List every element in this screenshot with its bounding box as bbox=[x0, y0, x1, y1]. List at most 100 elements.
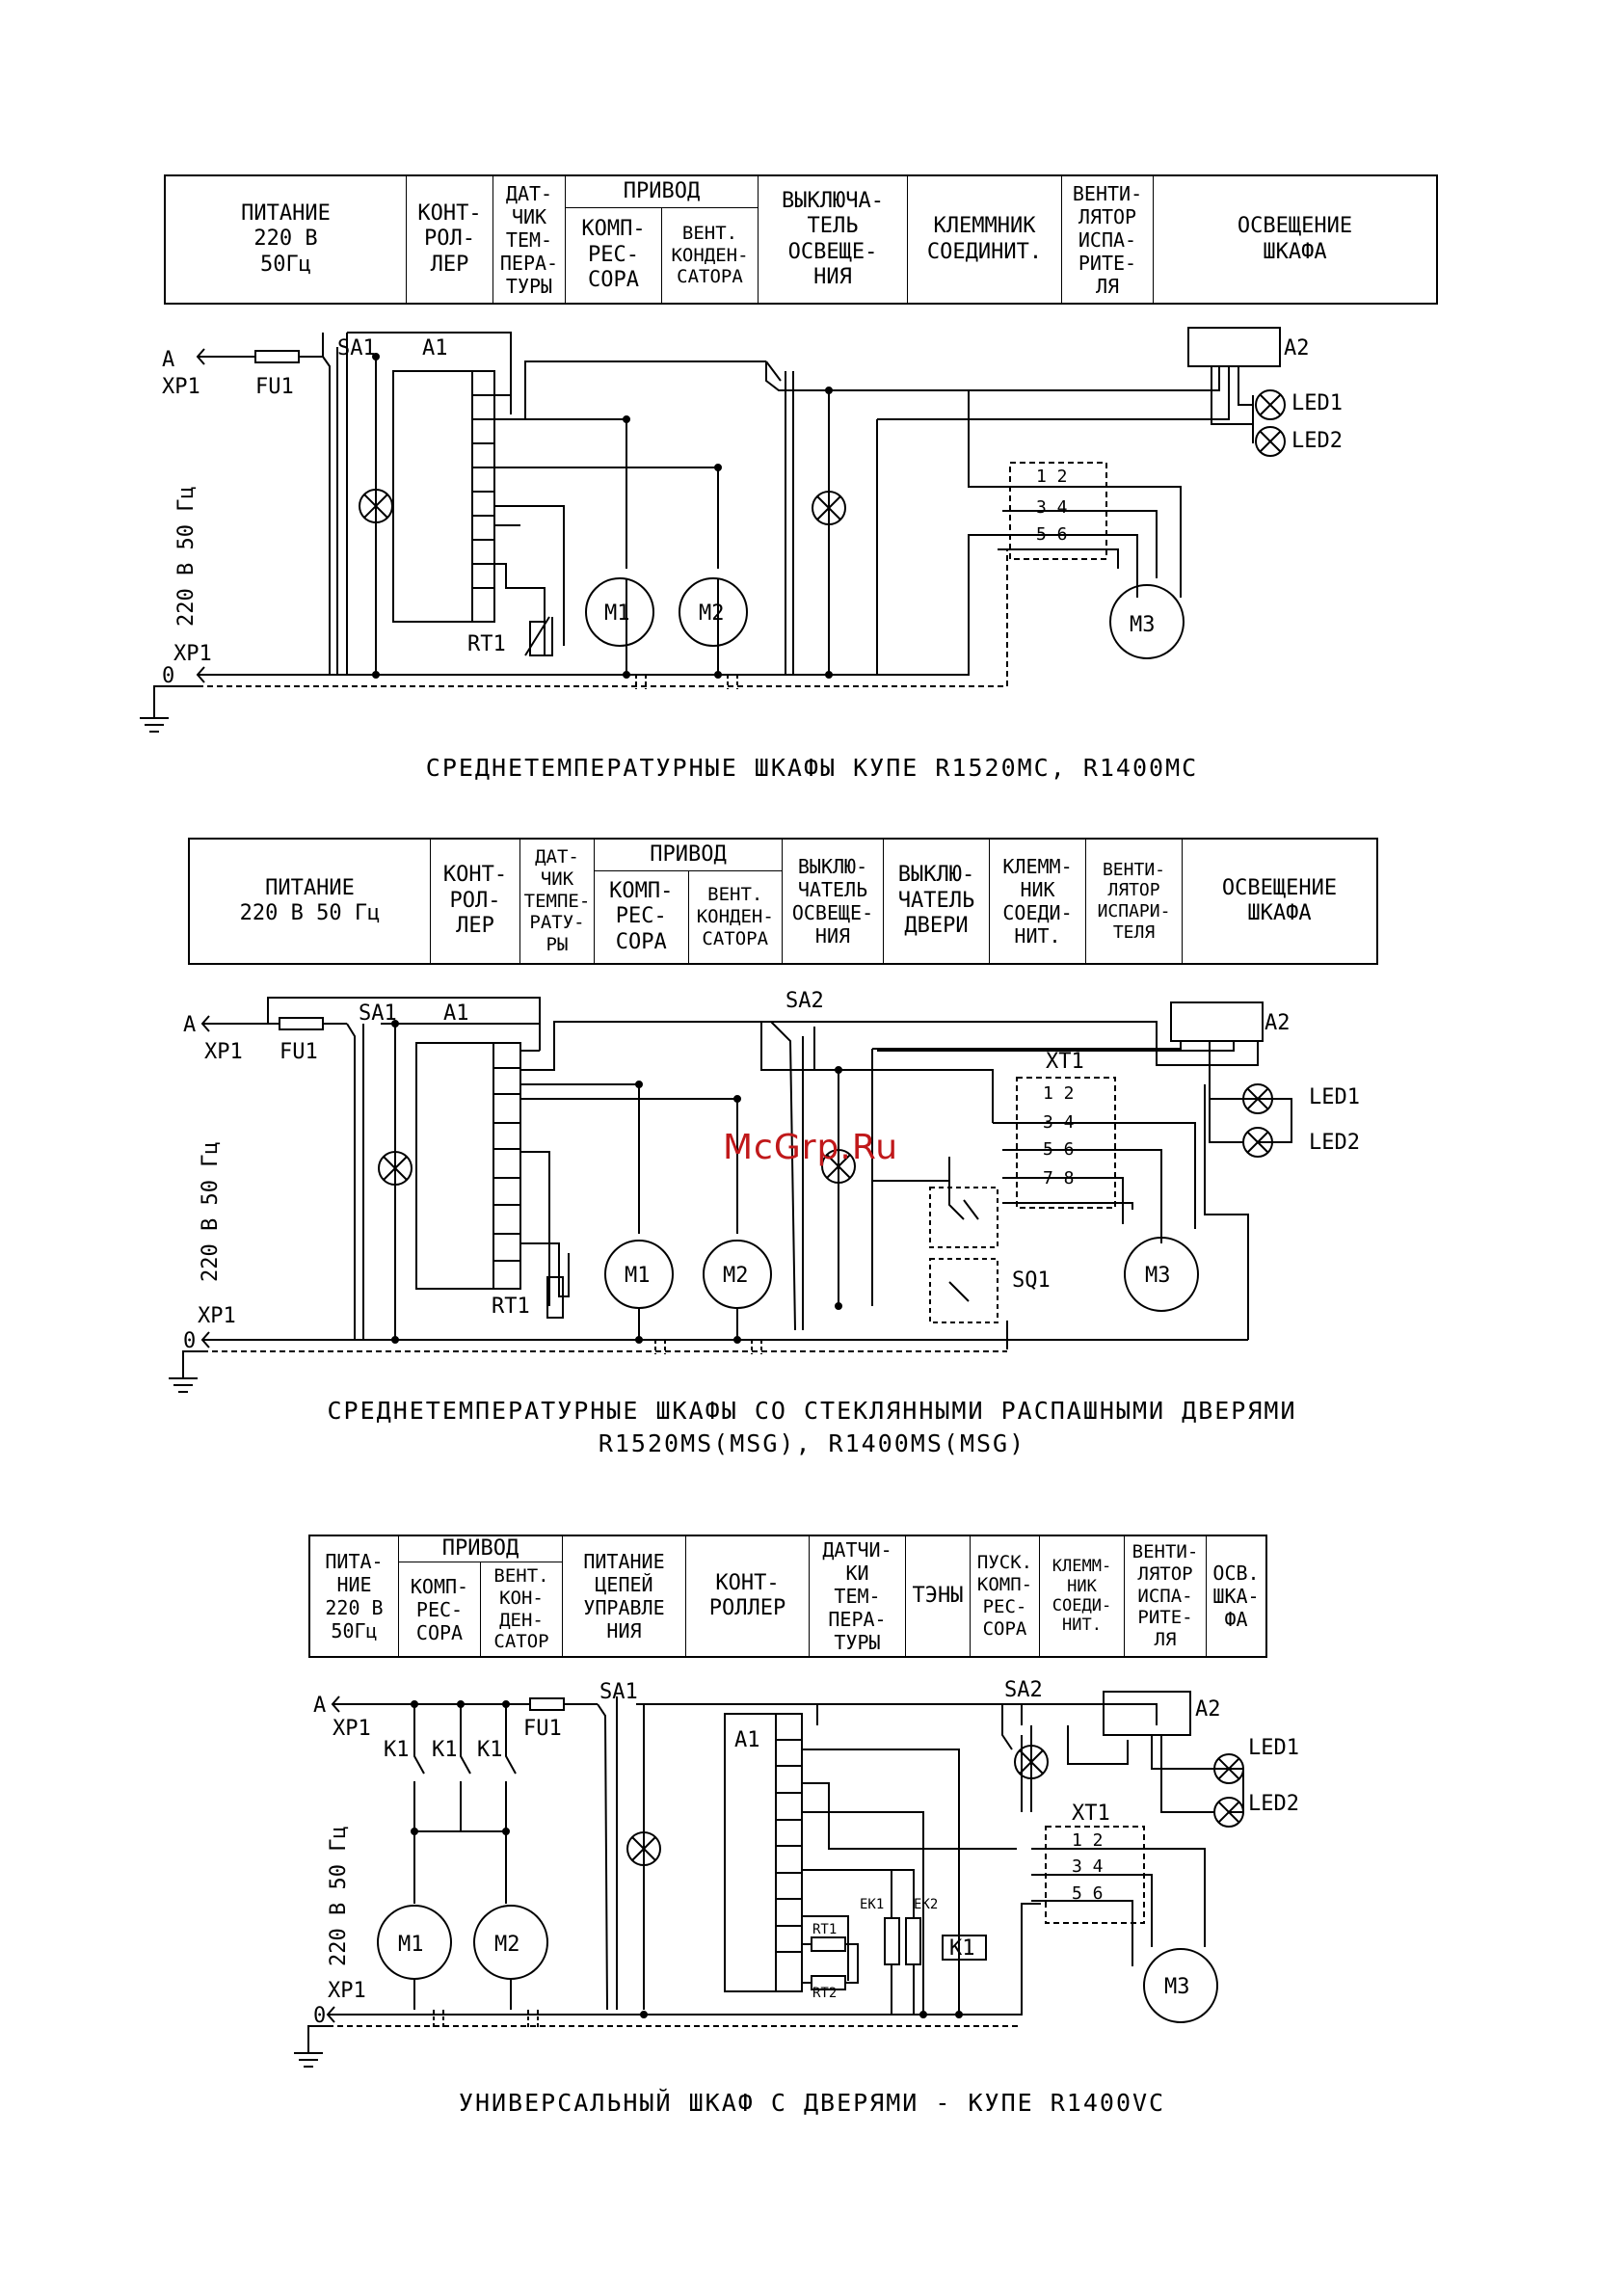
d3-col-power: ПИТА- НИЕ 220 В 50Гц bbox=[310, 1536, 399, 1656]
d1-controller-a1 bbox=[392, 370, 495, 623]
d2-fuse-fu1 bbox=[279, 1017, 324, 1030]
d3-label-fu1: FU1 bbox=[523, 1717, 562, 1741]
diagram2-header-table: ПИТАНИЕ 220 В 50 Гц КОНТ- РОЛ- ЛЕР ДАТ- … bbox=[188, 838, 1378, 965]
d2-label-sa2: SA2 bbox=[785, 989, 824, 1013]
d3-label-led1: LED1 bbox=[1248, 1736, 1299, 1760]
d3-label-rt1: RT1 bbox=[812, 1922, 837, 1937]
d2-terminal-block bbox=[1016, 1077, 1116, 1209]
d3-col-controller: КОНТ- РОЛЛЕР bbox=[686, 1536, 810, 1656]
d2-term-78: 7 8 bbox=[1043, 1168, 1075, 1188]
d3-controller-a1 bbox=[724, 1713, 803, 1992]
d1-led1 bbox=[1255, 389, 1286, 420]
d3-label-k1b: K1 bbox=[432, 1738, 458, 1762]
diagram3-schematic bbox=[294, 1691, 1244, 2068]
d3-heater-ek2 bbox=[905, 1917, 921, 1965]
d2-col-evaporator-fan: ВЕНТИ- ЛЯТОР ИСПАРИ- ТЕЛЯ bbox=[1086, 840, 1183, 963]
d1-col-cabinet-light: ОСВЕЩЕНИЕ ШКАФА bbox=[1237, 214, 1353, 264]
d2-label-xp1: XP1 bbox=[204, 1040, 243, 1064]
d1-col-controller: КОНТ- РОЛ- ЛЕР bbox=[407, 176, 493, 303]
d3-label-sa1: SA1 bbox=[599, 1680, 638, 1704]
d1-drive-title: ПРИВОД bbox=[566, 176, 758, 208]
diagram1-header-table: ПИТАНИЕ 220 В 50Гц КОНТ- РОЛ- ЛЕР ДАТ- Ч… bbox=[164, 174, 1438, 305]
d3-col-terminal: КЛЕММ- НИК СОЕДИ- НИТ. bbox=[1040, 1536, 1125, 1656]
d3-fuse-fu1 bbox=[529, 1697, 565, 1711]
d2-lamp-2 bbox=[821, 1149, 856, 1184]
d1-label-m3: M3 bbox=[1130, 613, 1156, 637]
d2-col-compressor: КОМП- РЕС- СОРА bbox=[595, 871, 689, 963]
d2-led2 bbox=[1242, 1127, 1273, 1158]
d2-door-switch-upper bbox=[929, 1187, 998, 1248]
d1-col-evaporator-fan: ВЕНТИ- ЛЯТОР ИСПА- РИТЕ- ЛЯ bbox=[1062, 176, 1154, 303]
d3-term-34: 3 4 bbox=[1072, 1856, 1104, 1877]
d2-col-power: ПИТАНИЕ 220 В 50 Гц bbox=[190, 840, 431, 963]
d1-fuse-fu1 bbox=[254, 350, 300, 363]
d1-col-terminal: КЛЕММНИК СОЕДИНИТ. bbox=[908, 176, 1062, 303]
d1-motor-m2 bbox=[679, 577, 748, 647]
d3-label-xp1: XP1 bbox=[333, 1717, 371, 1741]
d3-label-xt1: XT1 bbox=[1072, 1802, 1110, 1826]
d1-label-rt1: RT1 bbox=[467, 632, 506, 656]
d2-led1 bbox=[1242, 1083, 1273, 1114]
d3-label-m2: M2 bbox=[494, 1933, 520, 1957]
diagram3-caption: УНИВЕРСАЛЬНЫЙ ШКАФ С ДВЕРЯМИ - КУПЕ R140… bbox=[458, 2089, 1166, 2117]
d3-motor-m3 bbox=[1143, 1948, 1218, 2023]
d2-label-xt1: XT1 bbox=[1046, 1050, 1084, 1074]
d3-col-evaporator-fan: ВЕНТИ- ЛЯТОР ИСПА- РИТЕ- ЛЯ bbox=[1125, 1536, 1207, 1656]
diagram1-caption: СРЕДНЕТЕМПЕРАТУРНЫЕ ШКАФЫ КУПЕ R1520MC, … bbox=[425, 754, 1199, 782]
d1-label-a2: A2 bbox=[1284, 336, 1310, 360]
d2-label-m2: M2 bbox=[723, 1264, 749, 1288]
diagram2-schematic bbox=[169, 997, 1292, 1393]
d2-sensor-rt1 bbox=[546, 1276, 564, 1319]
d1-label-sa1: SA1 bbox=[337, 336, 376, 360]
d2-col-terminal: КЛЕММ- НИК СОЕДИ- НИТ. bbox=[990, 840, 1086, 963]
d1-drive-group: ПРИВОД КОМП- РЕС- СОРА ВЕНТ. КОНДЕН- САТ… bbox=[566, 176, 759, 303]
d3-col-heaters: ТЭНЫ bbox=[906, 1536, 971, 1656]
d1-label-a: A bbox=[162, 348, 174, 372]
d3-heater-ek1 bbox=[884, 1917, 900, 1965]
d2-label-fu1: FU1 bbox=[280, 1040, 318, 1064]
d1-label-m1: M1 bbox=[604, 601, 630, 626]
diagram2-caption: СРЕДНЕТЕМПЕРАТУРНЫЕ ШКАФЫ СО СТЕКЛЯННЫМИ… bbox=[327, 1397, 1297, 1457]
d2-term-12: 1 2 bbox=[1043, 1083, 1075, 1104]
d3-label-voltage: 220 В 50 Гц bbox=[327, 1826, 351, 1966]
d1-term-34: 3 4 bbox=[1036, 497, 1068, 518]
d1-label-led1: LED1 bbox=[1291, 391, 1343, 415]
d1-label-fu1: FU1 bbox=[255, 375, 294, 399]
d1-motor-m1 bbox=[585, 577, 654, 647]
d1-col-sensor: ДАТ- ЧИК ТЕМ- ПЕРА- ТУРЫ bbox=[493, 176, 566, 303]
d1-led2 bbox=[1255, 426, 1286, 457]
d1-col-condenser-fan: ВЕНТ. КОНДЕН- САТОРА bbox=[671, 222, 749, 288]
d2-label-sa1: SA1 bbox=[359, 1001, 397, 1026]
d3-drive-group: ПРИВОД КОМП- РЕС- СОРА ВЕНТ. КОН- ДЕН- С… bbox=[399, 1536, 563, 1656]
d3-col-cabinet-light: ОСВ. ШКА- ФА bbox=[1212, 1562, 1260, 1631]
d2-drive-group: ПРИВОД КОМП- РЕС- СОРА ВЕНТ. КОНДЕН- САТ… bbox=[595, 840, 783, 963]
d1-label-voltage: 220 В 50 Гц bbox=[174, 486, 199, 627]
d1-label-zero: 0 bbox=[162, 664, 174, 688]
d3-label-m3: M3 bbox=[1164, 1975, 1190, 1999]
d3-label-xp1-bottom: XP1 bbox=[328, 1979, 366, 2003]
d3-led1 bbox=[1213, 1753, 1244, 1784]
d2-label-sq1: SQ1 bbox=[1012, 1268, 1051, 1293]
d3-label-led2: LED2 bbox=[1248, 1792, 1299, 1816]
d3-label-a: A bbox=[313, 1694, 326, 1718]
d1-lamp-2 bbox=[812, 491, 846, 525]
d3-sensor-rt1 bbox=[811, 1936, 846, 1952]
d3-label-ek2: EK2 bbox=[914, 1897, 938, 1912]
diagram3-header-table: ПИТА- НИЕ 220 В 50Гц ПРИВОД КОМП- РЕС- С… bbox=[308, 1535, 1267, 1658]
d3-col-comp-start: ПУСК. КОМП- РЕС- СОРА bbox=[971, 1536, 1040, 1656]
d3-term-56: 5 6 bbox=[1072, 1883, 1104, 1904]
d1-col-light-switch: ВЫКЛЮЧА- ТЕЛЬ ОСВЕЩЕ- НИЯ bbox=[759, 176, 908, 303]
d3-label-k1c: K1 bbox=[477, 1738, 503, 1762]
d3-label-k1-coil: K1 bbox=[949, 1936, 975, 1961]
d1-label-a1: A1 bbox=[422, 336, 448, 360]
d2-label-xp1-bottom: XP1 bbox=[198, 1304, 236, 1328]
d3-label-k1a: K1 bbox=[384, 1738, 410, 1762]
d2-label-a: A bbox=[183, 1013, 196, 1037]
d2-label-voltage: 220 В 50 Гц bbox=[199, 1141, 223, 1282]
d2-label-led1: LED1 bbox=[1309, 1085, 1360, 1109]
d2-col-cabinet-light: ОСВЕЩЕНИЕ ШКАФА bbox=[1221, 875, 1338, 925]
d3-relay-coil-k1 bbox=[942, 1935, 987, 1961]
d3-drive-title: ПРИВОД bbox=[399, 1536, 562, 1562]
d1-light-module-a2 bbox=[1187, 327, 1281, 367]
